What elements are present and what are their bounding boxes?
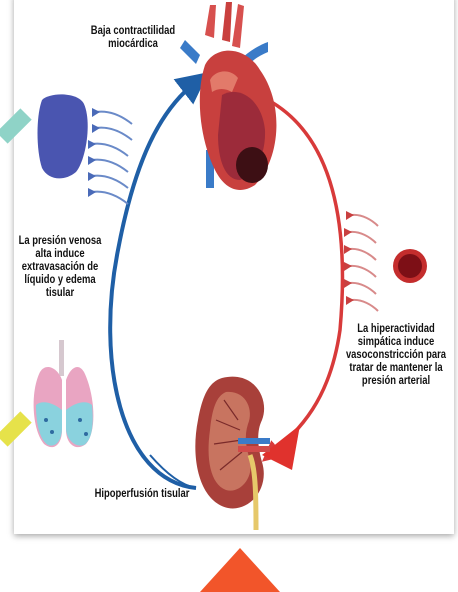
heart-icon — [180, 2, 276, 190]
bottom-orange-arrow — [200, 548, 280, 592]
lungs-icon — [34, 340, 94, 447]
label-left: La presión venosa alta induce extravasac… — [12, 235, 107, 300]
blood-vessel-icon — [344, 211, 427, 311]
blue-cycle-arrow — [110, 82, 196, 488]
label-top: Baja contractilidad miocárdica — [73, 25, 193, 51]
label-right: La hiperactividad simpática induce vasoc… — [339, 323, 454, 388]
red-cycle-arrow — [268, 100, 342, 455]
label-bottom: Hipoperfusión tisular — [78, 488, 206, 501]
blue-cell-icon — [38, 94, 133, 204]
kidney-icon — [195, 377, 270, 530]
